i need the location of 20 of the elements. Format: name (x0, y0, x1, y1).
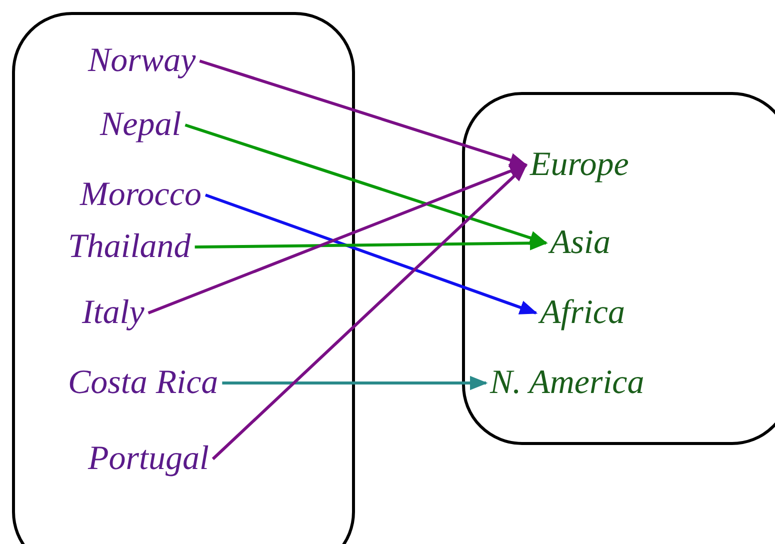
group-box (12, 12, 355, 544)
arrow (194, 236, 548, 250)
arrow (148, 164, 528, 314)
arrow (204, 194, 538, 314)
continent-label: Africa (540, 290, 625, 336)
arrow (222, 376, 488, 390)
arrow (212, 164, 528, 460)
continent-label: Europe (530, 142, 629, 188)
country-label: Italy (82, 290, 144, 336)
continent-label: Asia (550, 220, 610, 266)
country-label: Norway (88, 38, 196, 84)
country-label: Portugal (88, 436, 209, 482)
country-label: Costa Rica (68, 360, 218, 406)
arrow (184, 124, 548, 245)
arrow (199, 60, 528, 167)
country-label: Thailand (68, 224, 191, 270)
country-label: Morocco (80, 172, 202, 218)
group-box (462, 92, 775, 445)
country-label: Nepal (100, 102, 182, 148)
continent-label: N. America (490, 360, 644, 406)
